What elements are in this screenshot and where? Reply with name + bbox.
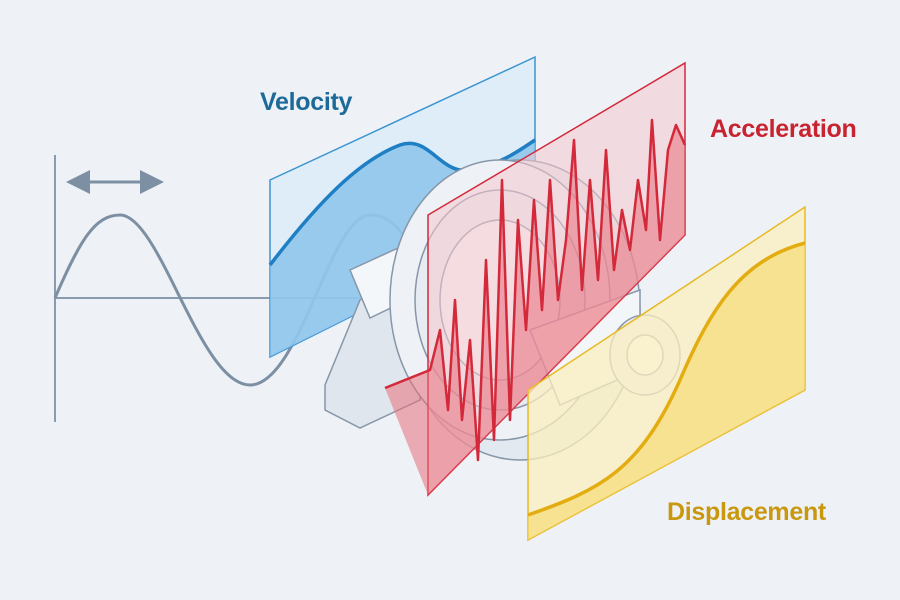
acceleration-signal: [384, 118, 687, 462]
acceleration-panel: [384, 61, 687, 497]
displacement-curve: [527, 241, 806, 517]
displacement-label: Displacement: [667, 498, 826, 526]
acceleration-label: Acceleration: [710, 115, 857, 143]
displacement-panel: [527, 205, 806, 542]
velocity-label: Velocity: [260, 88, 353, 116]
